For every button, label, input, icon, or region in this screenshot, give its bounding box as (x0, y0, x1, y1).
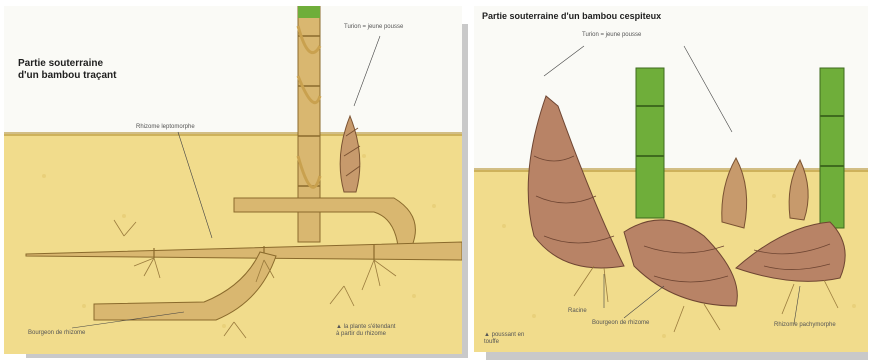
label-racine: Racine (568, 308, 587, 315)
label-bourgeon: Bourgeon de rhizome (28, 330, 85, 337)
left-panel-side-shadow (462, 24, 468, 358)
label-note: ▲ la plante s'étendant à partir du rhizo… (336, 324, 395, 338)
culm-left (636, 68, 664, 218)
left-illustration-panel: Partie souterraine d'un bambou traçant R… (4, 6, 462, 354)
left-panel-title: Partie souterraine d'un bambou traçant (18, 58, 158, 82)
label-turion: Turion = jeune pousse (582, 32, 641, 39)
label-note: ▲ poussant en touffe (484, 332, 524, 346)
label-bourgeon: Bourgeon de rhizome (592, 320, 649, 327)
label-turion: Turion = jeune pousse (344, 24, 403, 31)
culm-right (820, 68, 844, 228)
right-panel-title: Partie souterraine d'un bambou cespiteux (482, 10, 782, 22)
clumping-bamboo-illustration (474, 6, 868, 352)
label-rhizome: Rhizome leptomorphe (136, 124, 195, 131)
label-rhizome: Rhizome pachymorphe (774, 322, 836, 329)
right-panel-shadow (486, 352, 868, 360)
right-illustration-panel: Partie souterraine d'un bambou cespiteux… (474, 6, 868, 352)
young-shoot (340, 116, 360, 192)
